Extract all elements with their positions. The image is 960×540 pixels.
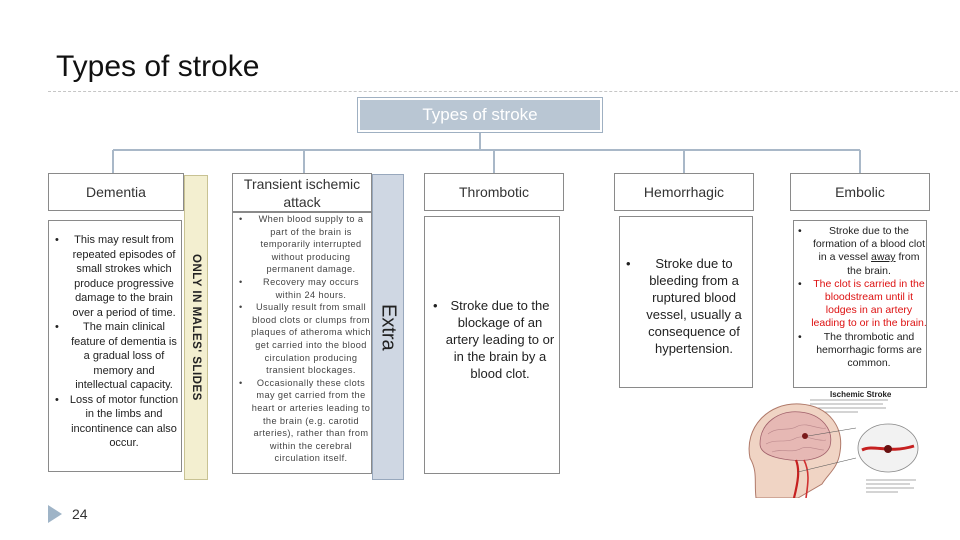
thrombotic-point: Stroke due to the blockage of an artery … (431, 297, 555, 382)
root-node: Types of stroke (357, 97, 603, 133)
embolic-point: The thrombotic and hemorrhagic forms are… (796, 331, 928, 371)
males-only-label: ONLY IN MALES' SLIDES (190, 254, 202, 401)
tia-point: Occasionally these clots may get carried… (237, 377, 371, 465)
dementia-header: Dementia (48, 173, 184, 211)
embolic-text: from the brain. (847, 251, 920, 277)
slide-marker-icon (48, 505, 62, 523)
thrombotic-content: Stroke due to the blockage of an artery … (424, 216, 560, 474)
hemorrhagic-header: Hemorrhagic (614, 173, 754, 211)
embolic-text: until it lodges in an artery leading to … (811, 291, 927, 330)
tia-content: When blood supply to a part of the brain… (232, 212, 372, 474)
embolic-point: The clot is carried in the bloodstream u… (796, 278, 928, 331)
extra-label: Extra (377, 303, 400, 351)
ischemic-stroke-illustration: Ischemic Stroke (738, 388, 938, 498)
tia-point: When blood supply to a part of the brain… (237, 213, 371, 276)
dementia-point: Loss of motor function in the limbs and … (53, 393, 181, 451)
extra-banner (372, 174, 404, 480)
embolic-point: Stroke due to the formation of a blood c… (796, 225, 928, 278)
embolic-text: Stroke due to the formation of a blood c… (812, 225, 926, 264)
hemorrhagic-point: Stroke due to bleeding from a ruptured b… (624, 255, 750, 357)
tia-point: Recovery may occurs within 24 hours. (237, 276, 371, 301)
dementia-point: The main clinical feature of dementia is… (53, 320, 181, 393)
thrombotic-header: Thrombotic (424, 173, 564, 211)
embolic-content: Stroke due to the formation of a blood c… (793, 220, 927, 388)
dementia-content: This may result from repeated episodes o… (48, 220, 182, 472)
hemorrhagic-content: Stroke due to bleeding from a ruptured b… (619, 216, 753, 388)
page-title: Types of stroke (56, 50, 260, 83)
title-divider (48, 91, 958, 92)
slide-number: 24 (72, 506, 88, 522)
tia-header: Transient ischemic attack (232, 173, 372, 212)
embolic-highlight-text: The clot is carried in the bloodstream (813, 277, 925, 304)
males-only-banner (184, 175, 208, 480)
dementia-point: This may result from repeated episodes o… (53, 233, 181, 320)
tia-point: Usually result from small blood clots or… (237, 301, 371, 377)
embolic-underlined-text: away (871, 251, 896, 264)
embolic-header: Embolic (790, 173, 930, 211)
illustration-heading: Ischemic Stroke (830, 390, 892, 399)
